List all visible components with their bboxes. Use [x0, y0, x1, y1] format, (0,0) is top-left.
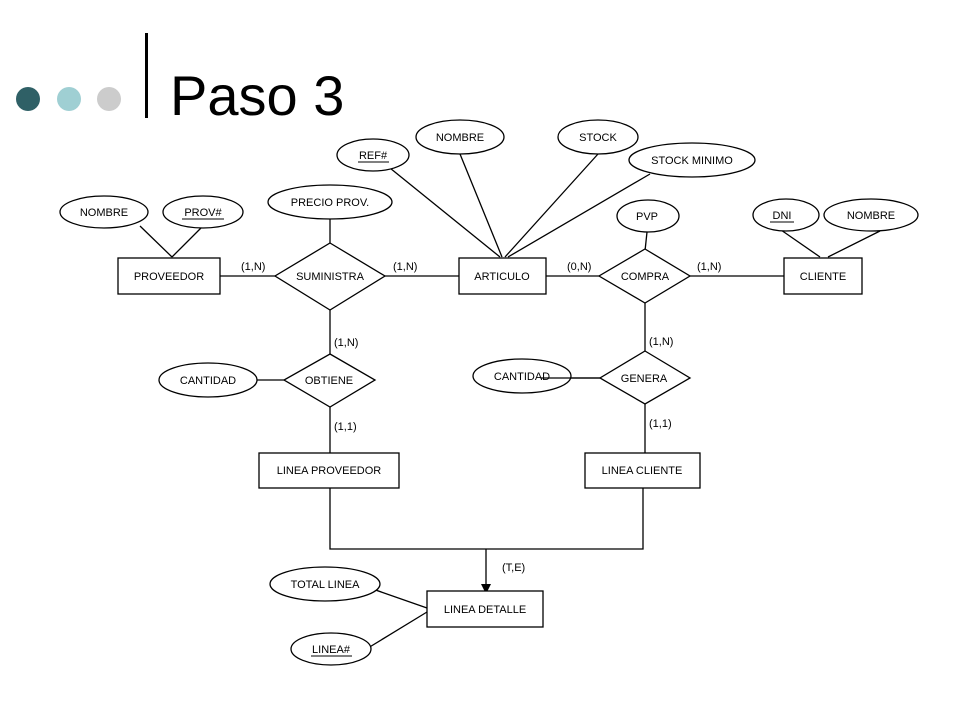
attr-proveedor-prov — [162, 195, 244, 229]
line-specialization — [329, 487, 644, 550]
attributes — [59, 119, 919, 666]
entity-label-linea-detalle: LINEA DETALLE — [444, 604, 526, 616]
slide-header: Paso 3 — [0, 0, 960, 140]
rel-suministra — [273, 242, 387, 311]
card-genera-linea: (1,1) — [649, 418, 672, 430]
attr-label-articulo-stock: STOCK — [579, 132, 617, 144]
entity-label-cliente: CLIENTE — [800, 271, 846, 283]
entities — [117, 257, 863, 628]
card-articulo-compra: (0,N) — [567, 261, 591, 273]
rel-compra — [597, 248, 692, 304]
attr-label-genera-cantidad: CANTIDAD — [494, 371, 550, 383]
attr-label-articulo-stock-minimo: STOCK MINIMO — [651, 155, 733, 167]
attr-label-proveedor-nombre: NOMBRE — [80, 207, 128, 219]
line-proveedor-nombre — [139, 225, 173, 258]
line-nombre-articulo — [459, 153, 503, 258]
rel-label-suministra: SUMINISTRA — [296, 271, 365, 283]
attr-label-articulo-ref: REF# — [359, 150, 388, 162]
line-lineanum-detalle — [367, 611, 428, 649]
attr-total-linea — [269, 566, 381, 602]
rel-label-genera: GENERA — [621, 373, 668, 385]
attr-obtiene-cantidad — [158, 362, 258, 398]
relationships — [273, 242, 692, 408]
attr-articulo-nombre — [415, 119, 505, 155]
attr-articulo-stock — [557, 119, 639, 155]
card-suministra-articulo: (1,N) — [393, 261, 417, 273]
bullet-dot-light — [57, 87, 81, 111]
entity-cliente — [783, 257, 863, 295]
card-proveedor-suministra: (1,N) — [241, 261, 265, 273]
entity-proveedor — [117, 257, 221, 295]
card-specialization: (T,E) — [502, 562, 525, 574]
bullet-dot-gray — [97, 87, 121, 111]
attr-label-linea-num: LINEA# — [312, 644, 351, 656]
attr-label-cliente-nombre: NOMBRE — [847, 210, 895, 222]
attr-articulo-stock-minimo — [628, 142, 756, 178]
attr-pvp — [616, 199, 680, 233]
line-stockmin-articulo — [507, 173, 651, 258]
attr-cliente-nombre — [823, 198, 919, 232]
line-ref-articulo — [384, 163, 501, 258]
rel-obtiene — [282, 353, 377, 408]
attr-articulo-ref — [336, 138, 410, 172]
rel-label-compra: COMPRA — [621, 271, 670, 283]
attr-linea-num — [290, 632, 372, 666]
attr-label-cliente-dni: DNI — [773, 210, 792, 222]
attr-label-proveedor-prov: PROV# — [184, 207, 222, 219]
line-nombre-cliente — [827, 230, 881, 258]
attr-precio-prov — [267, 184, 393, 220]
line-dni-cliente — [780, 229, 821, 258]
entity-label-linea-cliente: LINEA CLIENTE — [602, 465, 683, 477]
connector-lines — [139, 153, 881, 649]
entity-label-proveedor: PROVEEDOR — [134, 271, 204, 283]
card-compra-genera: (1,N) — [649, 336, 673, 348]
attr-label-pvp: PVP — [636, 211, 658, 223]
title-divider — [145, 33, 148, 118]
line-proveedor-prov — [171, 225, 204, 258]
line-stock-articulo — [504, 153, 599, 258]
rel-label-obtiene: OBTIENE — [305, 375, 353, 387]
entity-label-linea-proveedor: LINEA PROVEEDOR — [277, 465, 382, 477]
entity-linea-cliente — [584, 452, 701, 489]
entity-label-articulo: ARTICULO — [474, 271, 530, 283]
card-suministra-obtiene: (1,N) — [334, 337, 358, 349]
card-compra-cliente: (1,N) — [697, 261, 721, 273]
card-obtiene-linea: (1,1) — [334, 421, 357, 433]
bullet-dot-dark — [16, 87, 40, 111]
key-underlines — [182, 161, 794, 657]
slide-title: Paso 3 — [170, 64, 345, 127]
line-pvp-compra — [644, 231, 648, 252]
attr-label-total-linea: TOTAL LINEA — [291, 579, 361, 591]
entity-linea-detalle — [426, 590, 544, 628]
entity-articulo — [458, 257, 547, 295]
attr-label-precio-prov: PRECIO PROV. — [291, 197, 369, 209]
attr-label-articulo-nombre: NOMBRE — [436, 132, 484, 144]
rel-genera — [598, 350, 692, 405]
attr-cliente-dni — [752, 198, 820, 232]
attr-label-obtiene-cantidad: CANTIDAD — [180, 375, 236, 387]
attr-genera-cantidad — [472, 358, 572, 394]
attr-proveedor-nombre — [59, 195, 149, 229]
entity-linea-proveedor — [258, 452, 400, 489]
